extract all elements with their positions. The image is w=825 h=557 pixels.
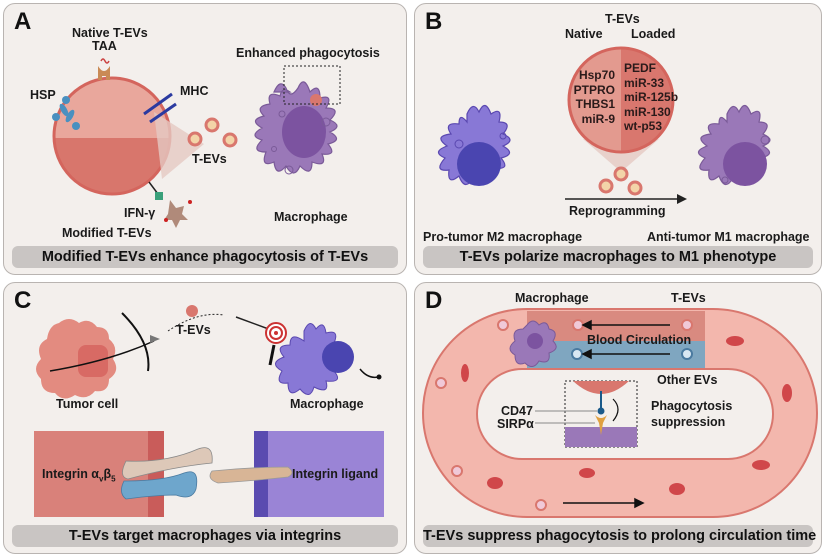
m1-label: Anti-tumor M1 macrophage xyxy=(647,230,810,244)
tev-lane xyxy=(527,311,705,341)
integrin-beta-text: β xyxy=(103,467,112,481)
cargo-item: PEDF xyxy=(624,61,657,75)
panel-b-illustration xyxy=(437,46,771,204)
panel-c-caption: T-EVs target macrophages via integrins xyxy=(12,525,398,547)
modified-tevs-label: Modified T-EVs xyxy=(62,226,152,240)
panel-b-caption: T-EVs polarize macrophages to M1 phenoty… xyxy=(423,246,813,268)
enhanced-phagocytosis-label: Enhanced phagocytosis xyxy=(236,46,380,60)
macrophage-cell xyxy=(275,323,382,395)
native-tevs-label: Native T-EVs xyxy=(72,26,148,40)
cargo-item: wt-p53 xyxy=(624,119,663,133)
phagocytosis-label: Phagocytosis xyxy=(651,399,733,413)
macrophage-cell xyxy=(509,320,557,367)
red-blood-cells xyxy=(461,336,792,495)
hsp-icon xyxy=(52,96,80,130)
cargo-item: miR-33 xyxy=(624,75,665,90)
panel-d-caption: T-EVs suppress phagocytosis to prolong c… xyxy=(423,525,816,547)
integrin-label: Integrin αvβ5 xyxy=(42,467,116,484)
panel-a-caption: Modified T-EVs enhance phagocytosis of T… xyxy=(12,246,398,268)
panel-a-illustration xyxy=(52,58,341,228)
tev-particles xyxy=(598,166,643,196)
reprogramming-label: Reprogramming xyxy=(569,204,666,218)
flow-arrows xyxy=(563,319,670,509)
suppression-label: suppression xyxy=(651,415,726,429)
cargo-item: miR-125b xyxy=(624,90,679,104)
loaded-cargo-list: PEDF miR-33 miR-125b miR-130 wt-p53 xyxy=(624,61,678,134)
native-label: Native xyxy=(565,27,603,41)
panel-b: B T-EVs Native Loaded Hsp70 PTPRO THBS1 … xyxy=(414,3,822,275)
integrin-ligand-protein xyxy=(209,466,293,484)
other-evs-label: Other EVs xyxy=(657,373,718,387)
panel-letter: B xyxy=(425,8,443,35)
panel-d: D Macrophage T-EVs Blood Circulation Oth… xyxy=(414,282,822,554)
tev-particle xyxy=(186,305,198,317)
m2-label: Pro-tumor M2 macrophage xyxy=(423,230,583,244)
panel-letter: A xyxy=(14,8,32,35)
ifn-gamma-label: IFN-γ xyxy=(124,206,156,220)
trajectory-line xyxy=(167,313,225,332)
loaded-label: Loaded xyxy=(631,27,676,41)
cargo-item: PTPRO xyxy=(573,82,615,97)
ifn-gamma-icon xyxy=(148,181,192,228)
sirpa-label: SIRPα xyxy=(497,417,534,431)
panel-c-illustration xyxy=(34,305,384,517)
other-ev-lane xyxy=(527,341,705,369)
panel-letter: D xyxy=(425,287,443,314)
m2-macrophage-cell xyxy=(437,104,511,186)
cargo-item: miR-130 xyxy=(624,104,671,119)
mhc-icon xyxy=(143,92,177,124)
cargo-item: THBS1 xyxy=(575,97,615,111)
integrin-sub-5: 5 xyxy=(111,474,116,484)
panel-c: C T-EVs Tumor cell Macrophage Integrin α… xyxy=(3,282,407,554)
panel-a: A Native T-EVs TAA HSP MHC T-EVs IFN-γ M… xyxy=(3,3,407,275)
panel-d-illustration xyxy=(422,308,818,518)
other-ev-particles xyxy=(571,348,693,360)
mhc-label: MHC xyxy=(180,84,209,98)
tev-particles xyxy=(187,117,238,148)
cargo-item: miR-9 xyxy=(581,111,615,126)
integrin-alpha-protein xyxy=(122,447,213,480)
vessel-lumen-inner xyxy=(476,368,774,460)
tevs-label: T-EVs xyxy=(605,12,640,26)
cd47-sirpa-inset xyxy=(535,380,638,448)
cargo-item: Hsp70 xyxy=(578,68,615,82)
tevs-label: T-EVs xyxy=(176,323,211,337)
tumor-membrane-edge xyxy=(148,431,164,517)
macrophage-cell xyxy=(254,65,341,175)
macrophage-label: Macrophage xyxy=(290,397,364,411)
target-icon xyxy=(235,316,287,366)
taa-receptor-icon xyxy=(98,58,110,80)
tevs-label: T-EVs xyxy=(671,291,706,305)
panel-letter: C xyxy=(14,287,32,314)
macrophage-label: Macrophage xyxy=(515,291,589,305)
integrin-alpha-text: Integrin α xyxy=(42,467,99,481)
blood-circulation-label: Blood Circulation xyxy=(587,333,692,347)
tevs-label: T-EVs xyxy=(192,152,227,166)
bow-arrow-icon xyxy=(49,312,160,372)
macrophage-label: Macrophage xyxy=(274,210,348,224)
tumor-cell xyxy=(36,319,117,399)
m1-macrophage-cell xyxy=(697,104,771,186)
native-cargo-list: Hsp70 PTPRO THBS1 miR-9 xyxy=(574,68,615,126)
taa-label: TAA xyxy=(92,39,117,53)
tev-particles xyxy=(435,319,693,511)
cd47-label: CD47 xyxy=(501,404,533,418)
tumor-cell-label: Tumor cell xyxy=(56,397,119,411)
hsp-label: HSP xyxy=(30,88,56,102)
integrin-ligand-label: Integrin ligand xyxy=(292,467,379,481)
zoom-cone xyxy=(154,112,204,179)
integrin-beta-protein xyxy=(121,471,198,500)
reprogramming-arrow xyxy=(565,194,687,204)
integrin-sub-v: v xyxy=(99,474,104,484)
